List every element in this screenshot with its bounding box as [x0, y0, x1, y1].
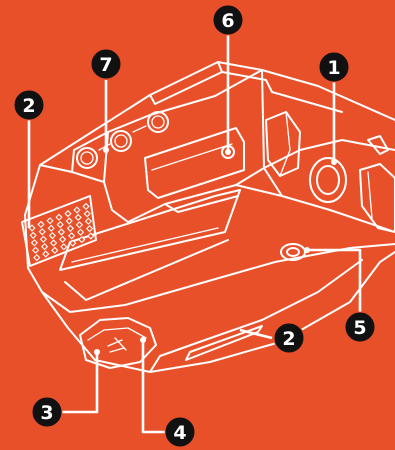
callout-label-4: 4	[173, 422, 186, 444]
grille-hole	[69, 233, 75, 239]
leader-4	[143, 340, 165, 432]
side-controls	[266, 112, 395, 232]
callout-badge-7: 7	[91, 49, 121, 79]
callout-badge-2-right: 2	[274, 323, 304, 353]
callout-label-2-right: 2	[282, 328, 295, 350]
grille-hole	[41, 236, 47, 242]
callout-badge-6: 6	[213, 5, 243, 35]
leader-7-dot	[103, 147, 109, 153]
callout-label-1: 1	[327, 57, 340, 79]
callout-badge-2-left: 2	[14, 90, 44, 120]
grille-hole	[38, 222, 44, 228]
grille-hole	[86, 218, 92, 224]
callout-badge-4: 4	[165, 417, 195, 447]
callout-badge-3: 3	[32, 397, 62, 427]
callout-label-2-left: 2	[22, 95, 35, 117]
grille-hole	[66, 218, 72, 224]
grille-hole	[78, 229, 84, 235]
grille-hole	[75, 215, 81, 221]
leader-3-dot	[94, 349, 100, 355]
grille-hole	[43, 251, 49, 257]
grille-hole	[68, 226, 74, 232]
lens-array	[77, 112, 168, 168]
grille-hole	[33, 247, 39, 253]
grille-hole	[60, 237, 66, 243]
callout-label-5: 5	[353, 317, 366, 339]
callout-label-3: 3	[40, 402, 53, 424]
leader-4-dot	[140, 337, 146, 343]
callout-badge-1: 1	[319, 52, 349, 82]
callout-label-6: 6	[221, 10, 234, 32]
grille-hole	[65, 211, 71, 217]
grille-hole	[50, 233, 56, 239]
grille-hole	[30, 233, 36, 239]
leader-5-dot	[304, 247, 310, 253]
grille-hole	[39, 229, 45, 235]
usb-cover	[80, 318, 156, 368]
grille-hole	[57, 222, 63, 228]
grille-hole	[48, 225, 54, 231]
grille-hole	[61, 244, 67, 250]
speaker-grille	[22, 196, 96, 266]
grille-hole	[42, 244, 48, 250]
leader-6-dot	[225, 149, 231, 155]
grille-hole	[56, 214, 62, 220]
grille-hole	[59, 229, 65, 235]
grille-hole	[74, 207, 80, 213]
grille-hole	[51, 240, 57, 246]
grille-hole	[52, 248, 58, 254]
callout-label-7: 7	[99, 54, 112, 76]
grille-hole	[34, 255, 40, 261]
grille-hole	[47, 218, 53, 224]
grille-hole	[87, 226, 93, 232]
tripod-mount	[281, 244, 305, 260]
callout-badge-5: 5	[345, 312, 375, 342]
grille-hole	[83, 204, 89, 210]
grille-hole	[32, 240, 38, 246]
leader-1-dot	[331, 159, 337, 165]
grille-hole	[84, 211, 90, 217]
grille-hole	[77, 222, 83, 228]
